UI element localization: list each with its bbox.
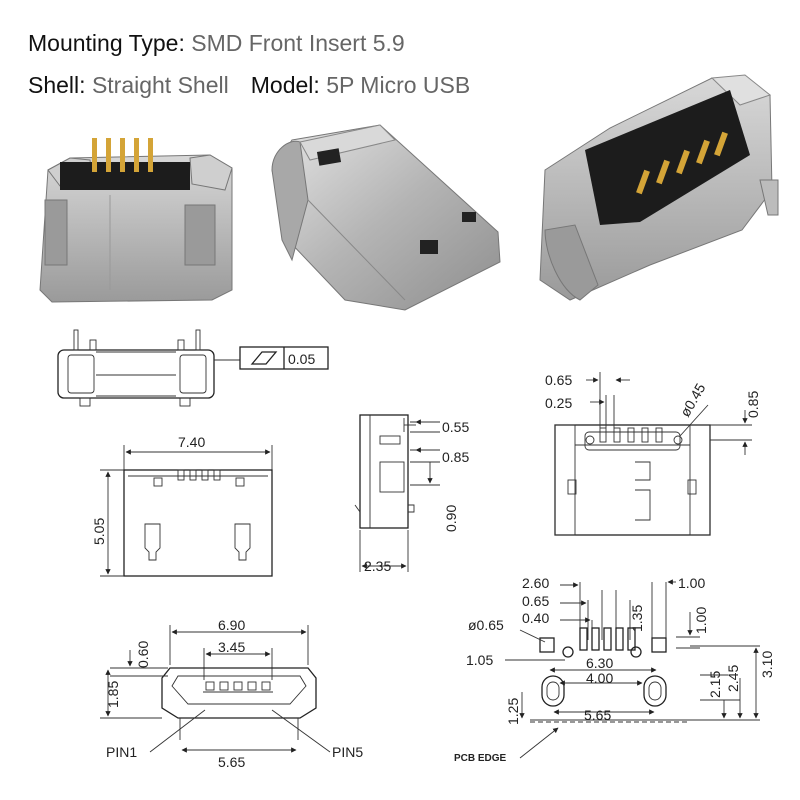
signal-pad [603,627,612,651]
photo-front-view [39,138,233,303]
dim-2-45: 2.45 [725,665,741,692]
plastic-insert [585,90,750,225]
locating-hole [630,646,642,658]
dim-0-25: 0.25 [545,395,572,411]
side-view-drawing: 0.55 0.85 0.90 2.35 [354,414,469,574]
flatness-icon [250,351,278,365]
pin1-label: PIN1 [106,744,137,760]
dim-0-40: 0.40 [522,610,549,626]
pcb-edge-label: PCB EDGE [454,753,507,764]
model-label: Model [250,72,314,98]
gold-pin [106,138,111,172]
gold-pin [676,149,690,175]
dim-1-05: 1.05 [466,652,493,668]
dim-0-55: 0.55 [442,419,469,435]
gold-pin [656,159,670,185]
signal-pad [579,627,588,651]
photo-shell-view [271,124,501,311]
gold-pin [714,131,728,157]
slot-hole [643,675,667,707]
dim-3-45: 3.45 [218,639,245,655]
pin5-label: PIN5 [332,744,363,760]
signal-pad [615,627,624,651]
gold-pin [696,139,710,165]
dim-6-30: 6.30 [586,655,613,671]
dim-1-25: 1.25 [505,698,521,725]
dim-5-05: 5.05 [91,518,107,545]
dim-dia-0-65: ø0.65 [468,617,504,633]
dim-5-65-front: 5.65 [218,754,245,770]
gold-pin [92,138,97,172]
shell-value: Straight Shell [91,72,229,98]
top-view-drawing: 0.05 [57,329,329,407]
mounting-type-line: Mounting Type: SMD Front Insert 5.9 [28,30,405,56]
gold-pin [148,138,153,172]
mount-pad [539,637,555,653]
dim-6-90: 6.90 [218,617,245,633]
pcb-footprint-drawing: 2.60 0.65 0.40 1.35 1.00 1.00 ø0.65 1.05… [454,575,775,764]
dim-1-35: 1.35 [629,605,645,632]
slot-hole [541,675,565,707]
photo-rear-view [539,74,779,301]
locating-hole [562,646,574,658]
dim-0-65-rear: 0.65 [545,372,572,388]
dim-7-40: 7.40 [178,434,205,450]
dim-4-00: 4.00 [586,670,613,686]
dim-2-35: 2.35 [364,558,391,574]
dim-5-65-pcb: 5.65 [584,707,611,723]
gold-pin [636,169,650,195]
dim-dia-0-45: ø0.45 [677,380,709,419]
shell-label: Shell [28,72,80,98]
dim-2-60: 2.60 [522,575,549,591]
dim-0-85-side: 0.85 [442,449,469,465]
tolerance-value: 0.05 [288,351,315,367]
model-value: 5P Micro USB [326,72,471,98]
rear-view-drawing: 0.65 0.25 ø0.45 0.85 [545,372,761,536]
signal-pad [591,627,600,651]
dim-0-85-rear: 0.85 [745,391,761,418]
front-view-drawing: 6.90 3.45 0.60 1.85 5.65 PIN1 PIN5 [100,617,363,770]
dim-2-15: 2.15 [707,671,723,698]
dim-1-00-top: 1.00 [678,575,705,591]
dim-1-00-side: 1.00 [693,607,709,634]
mounting-type-label: Mounting Type [28,30,179,56]
mount-pad [651,637,667,653]
dim-3-10: 3.10 [759,651,775,678]
dim-0-60: 0.60 [135,641,151,668]
dim-0-65-pcb: 0.65 [522,593,549,609]
bottom-view-drawing: 7.40 5.05 [91,434,273,577]
mounting-type-value: SMD Front Insert 5.9 [191,30,405,56]
gold-pin [120,138,125,172]
signal-pad [627,627,636,651]
dim-1-85: 1.85 [105,681,121,708]
dim-0-90: 0.90 [443,505,459,532]
gold-pin [134,138,139,172]
